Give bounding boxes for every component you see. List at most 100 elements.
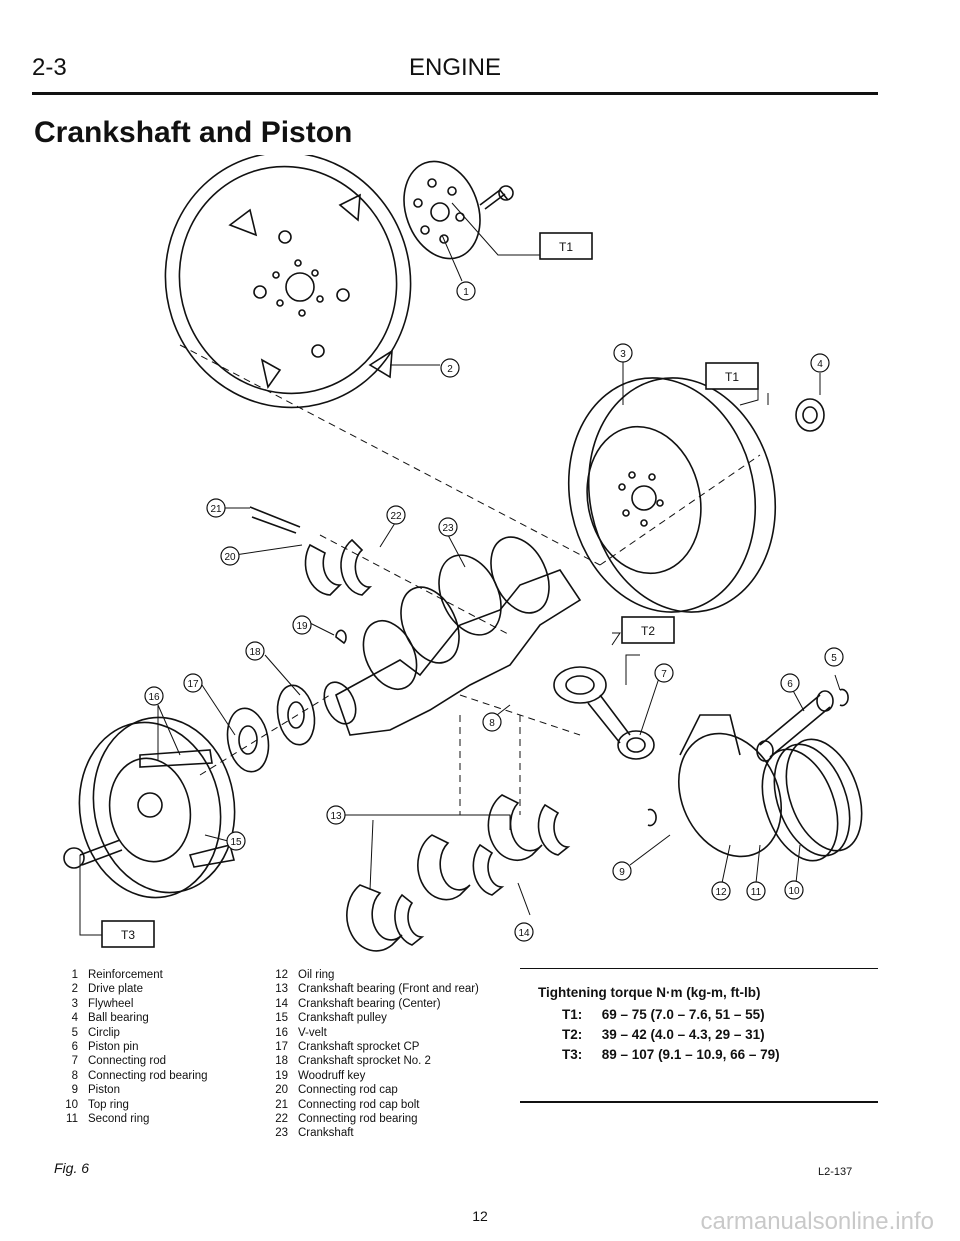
legend-item: 6 Piston pin xyxy=(54,1040,208,1054)
svg-text:7: 7 xyxy=(661,669,667,680)
figure-code: L2-137 xyxy=(818,1166,853,1178)
callout-3: 3 xyxy=(613,343,633,363)
legend-number: 21 xyxy=(275,1098,288,1111)
legend-label: Woodruff key xyxy=(298,1069,366,1082)
legend-label: Crankshaft bearing (Front and rear) xyxy=(298,983,479,996)
svg-text:13: 13 xyxy=(330,811,342,822)
callout-11: 11 xyxy=(746,881,766,901)
callout-9: 9 xyxy=(612,861,632,881)
callout-23: 23 xyxy=(438,517,458,537)
svg-text:4: 4 xyxy=(817,359,823,370)
svg-text:18: 18 xyxy=(249,647,261,658)
legend-label: Drive plate xyxy=(88,983,143,996)
legend-item: 17 Crankshaft sprocket CP xyxy=(264,1040,479,1054)
legend-label: Crankshaft pulley xyxy=(298,1012,387,1025)
torque-key: T1: xyxy=(562,1007,583,1022)
svg-text:19: 19 xyxy=(296,621,308,632)
legend-label: Crankshaft sprocket CP xyxy=(298,1041,420,1054)
pulley-bolt xyxy=(63,839,123,869)
svg-text:23: 23 xyxy=(442,523,454,534)
page-header: 2-3 ENGINE xyxy=(32,52,878,95)
legend-number: 2 xyxy=(71,983,78,996)
flywheel xyxy=(567,377,777,613)
crankshaft-bearings xyxy=(346,794,571,952)
connecting-rod xyxy=(553,666,655,760)
legend-number: 20 xyxy=(275,1084,288,1097)
svg-text:17: 17 xyxy=(187,679,199,690)
legend-item: 15 Crankshaft pulley xyxy=(264,1011,479,1025)
legend-number: 4 xyxy=(71,1012,78,1025)
legend-item: 9 Piston xyxy=(54,1083,208,1097)
torque-title: Tightening torque N·m (kg-m, ft-lb) xyxy=(538,985,761,1000)
legend-number: 23 xyxy=(275,1127,288,1140)
section-number: 2-3 xyxy=(32,54,67,81)
legend-label: V-velt xyxy=(298,1026,327,1039)
legend-label: Connecting rod bearing xyxy=(298,1113,418,1126)
callout-7: 7 xyxy=(654,663,674,683)
woodruff-key xyxy=(335,629,347,645)
legend-number: 9 xyxy=(71,1084,78,1097)
connecting-rod-cap-bolt xyxy=(249,506,301,534)
legend-number: 18 xyxy=(275,1055,288,1068)
torque-tag-t3: T3 xyxy=(101,920,155,948)
torque-key: T2: xyxy=(562,1027,583,1042)
torque-value: 69 – 75 (7.0 – 7.6, 51 – 55) xyxy=(601,1007,765,1022)
torque-tag-label: T1 xyxy=(725,370,739,384)
legend-number: 15 xyxy=(275,1012,288,1025)
svg-text:12: 12 xyxy=(715,887,727,898)
legend-number: 8 xyxy=(71,1069,78,1082)
callout-22: 22 xyxy=(386,505,406,525)
legend-label: Oil ring xyxy=(298,969,335,981)
callout-17: 17 xyxy=(183,673,203,693)
tightening-torque-box: Tightening torque N·m (kg-m, ft-lb) T1: … xyxy=(520,968,878,1103)
watermark: carmanualsonline.info xyxy=(700,1208,934,1235)
reinforcement xyxy=(403,160,481,260)
connecting-rod-cap xyxy=(304,543,343,596)
circlip xyxy=(839,688,849,707)
connecting-rod-bearing xyxy=(340,538,373,596)
v-belt xyxy=(139,749,235,868)
callout-6: 6 xyxy=(780,673,800,693)
callout-10: 10 xyxy=(784,880,804,900)
callout-21: 21 xyxy=(206,498,226,518)
legend-number: 14 xyxy=(275,997,288,1010)
svg-text:5: 5 xyxy=(831,653,837,664)
callout-1: 1 xyxy=(456,281,476,301)
callout-19: 19 xyxy=(292,615,312,635)
callout-8: 8 xyxy=(482,712,502,732)
svg-text:6: 6 xyxy=(787,679,793,690)
legend-number: 17 xyxy=(275,1041,288,1054)
legend-label: Top ring xyxy=(88,1098,129,1111)
legend-label: Flywheel xyxy=(88,997,134,1010)
legend-number: 1 xyxy=(71,969,78,981)
svg-text:3: 3 xyxy=(620,349,626,360)
legend-number: 13 xyxy=(275,983,288,996)
callout-15: 15 xyxy=(226,831,246,851)
legend-number: 19 xyxy=(275,1069,288,1082)
callout-13: 13 xyxy=(326,805,346,825)
callout-2: 2 xyxy=(440,358,460,378)
svg-text:10: 10 xyxy=(788,886,800,897)
leader-lines xyxy=(79,202,841,936)
torque-key: T3: xyxy=(562,1047,583,1062)
page-title: Crankshaft and Piston xyxy=(34,116,353,149)
circlip-left xyxy=(647,808,657,827)
legend-label: Piston pin xyxy=(88,1041,139,1054)
callout-16: 16 xyxy=(144,686,164,706)
torque-value: 89 – 107 (9.1 – 10.9, 66 – 79) xyxy=(601,1047,780,1062)
svg-text:2: 2 xyxy=(447,364,453,375)
legend-number: 6 xyxy=(71,1041,78,1054)
svg-text:8: 8 xyxy=(489,718,495,729)
exploded-diagram: T1 T1 T2 T3 1 2 3 4 5 6 7 8 9 10 11 12 1… xyxy=(63,155,863,952)
legend-label: Piston xyxy=(88,1084,120,1097)
